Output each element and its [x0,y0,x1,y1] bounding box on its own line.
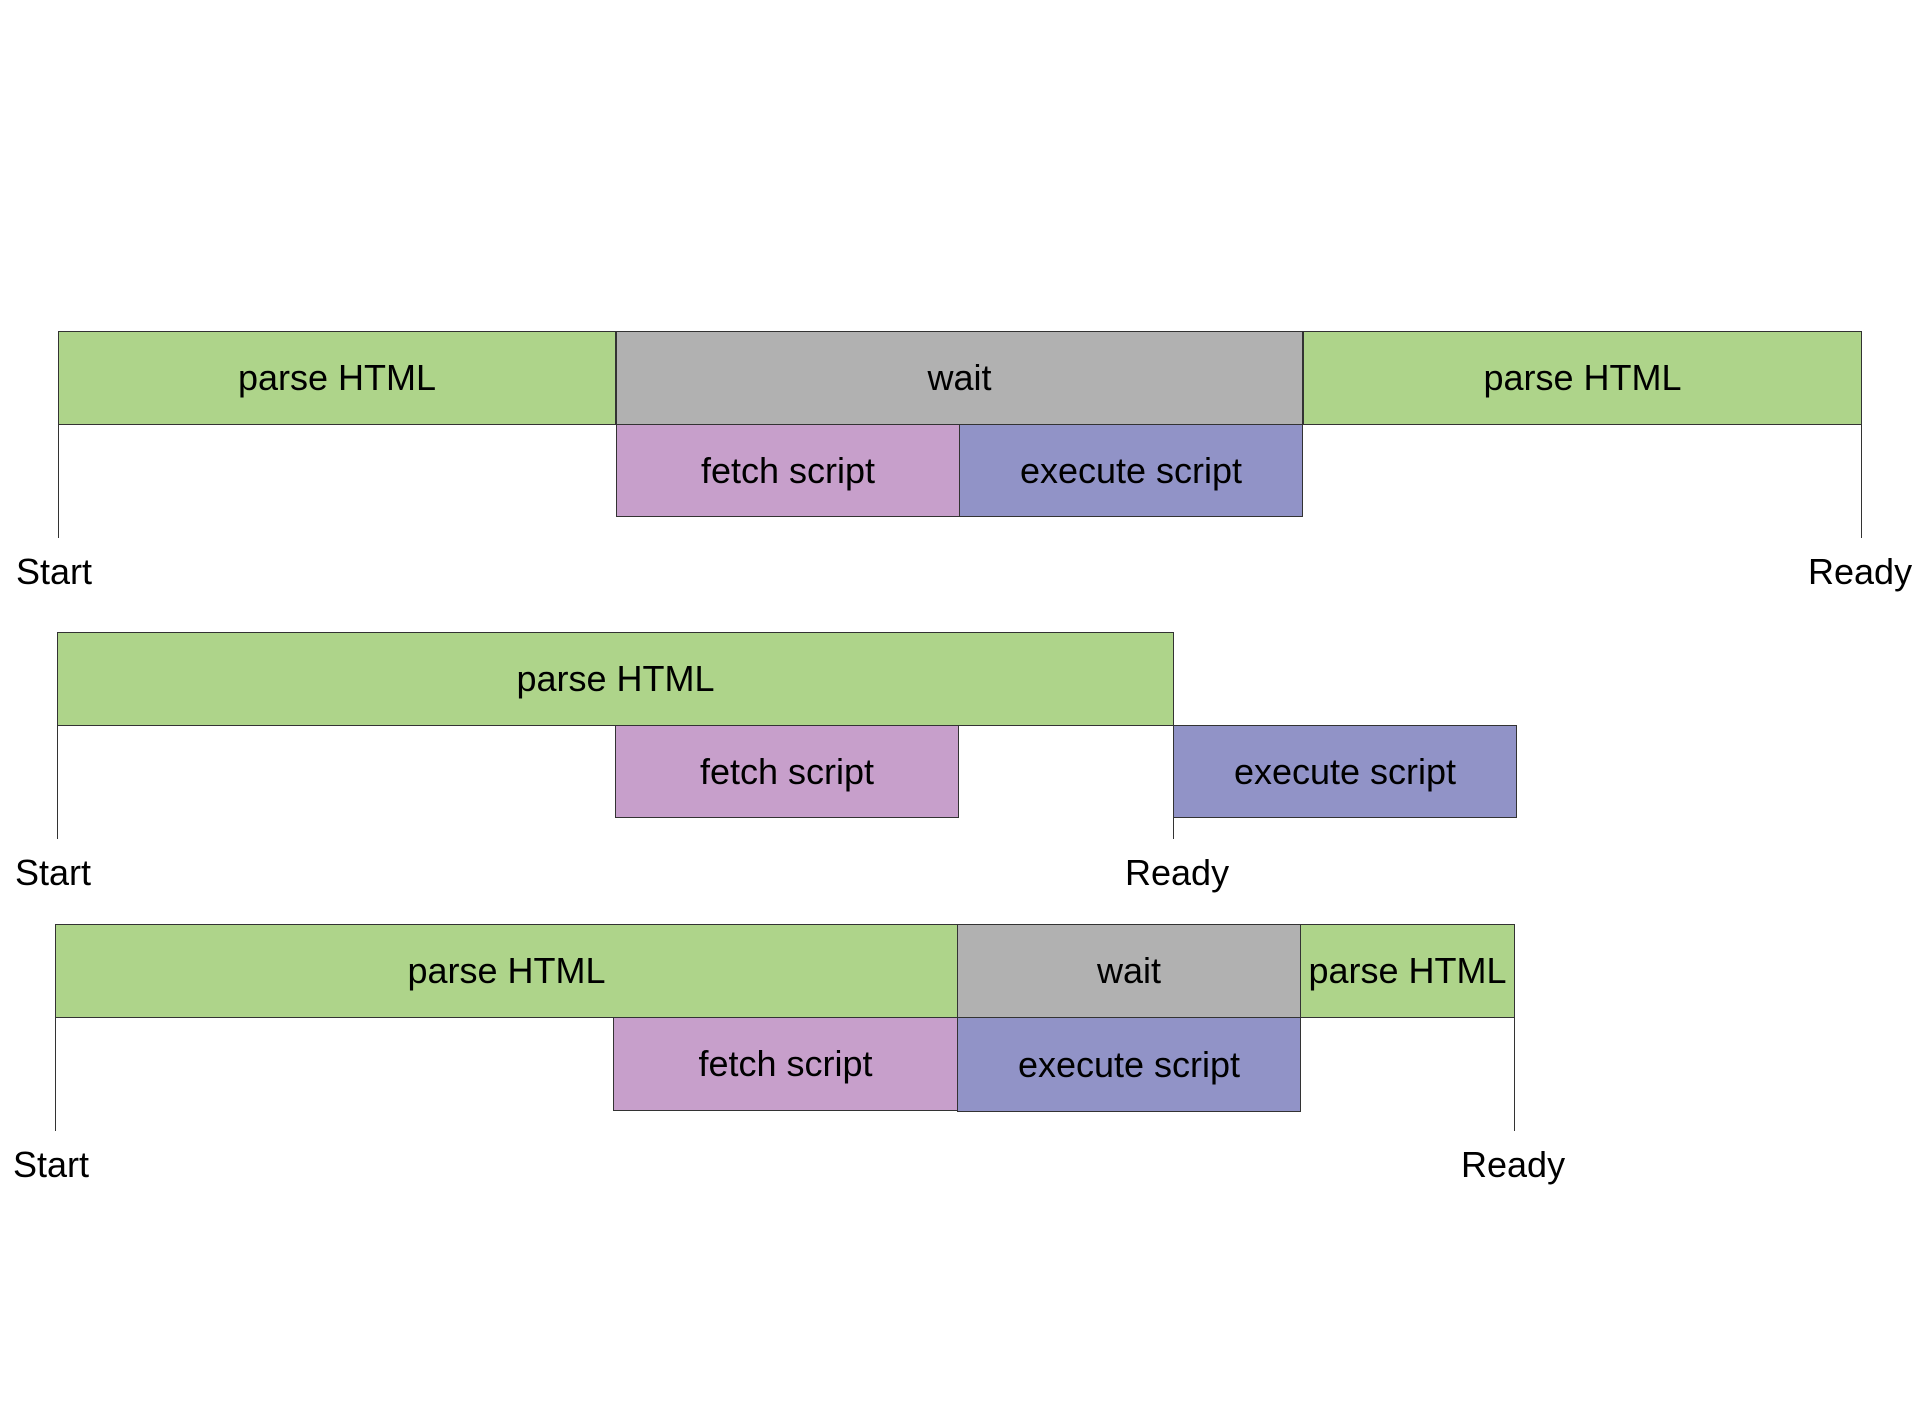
parse-html-block: parse HTML [58,331,616,425]
execute-script-block: execute script [957,1017,1301,1112]
ready-marker: Ready [1808,551,1913,592]
ready-marker: Ready [1125,852,1230,893]
wait-block: wait [616,331,1303,425]
start-marker: Start [13,1144,90,1185]
parse-html-block: parse HTML [55,924,958,1018]
fetch-script-block: fetch script [613,1017,958,1111]
parse-html-block: parse HTML [57,632,1174,726]
fetch-script-block: fetch script [616,424,960,517]
parse-html-block: parse HTML [1300,924,1515,1018]
block-label: execute script [1017,1043,1241,1085]
start-marker: Start [15,852,92,893]
block-label: parse HTML [1483,357,1682,398]
start-tick [55,1018,56,1131]
execute-script-block: execute script [1173,725,1517,818]
start-tick [58,425,59,538]
block-label: parse HTML [237,357,437,398]
block-label: fetch script [699,750,875,792]
block-label: fetch script [700,449,876,491]
block-label: parse HTML [1308,950,1507,991]
fetch-script-block: fetch script [615,725,959,818]
execute-script-block: execute script [959,424,1303,517]
start-marker: Start [16,551,93,592]
block-label: execute script [1233,750,1457,792]
parse-html-block: parse HTML [1303,331,1862,425]
block-label: wait [1096,950,1162,991]
ready-tick [1514,1018,1515,1131]
start-tick [57,726,58,839]
ready-tick [1173,818,1174,839]
block-label: fetch script [698,1043,873,1084]
block-label: wait [927,357,992,398]
wait-block: wait [957,924,1301,1018]
block-label: parse HTML [407,950,606,991]
block-label: execute script [1019,449,1243,491]
block-label: parse HTML [516,658,715,699]
ready-marker: Ready [1461,1144,1566,1185]
ready-tick [1861,425,1862,538]
